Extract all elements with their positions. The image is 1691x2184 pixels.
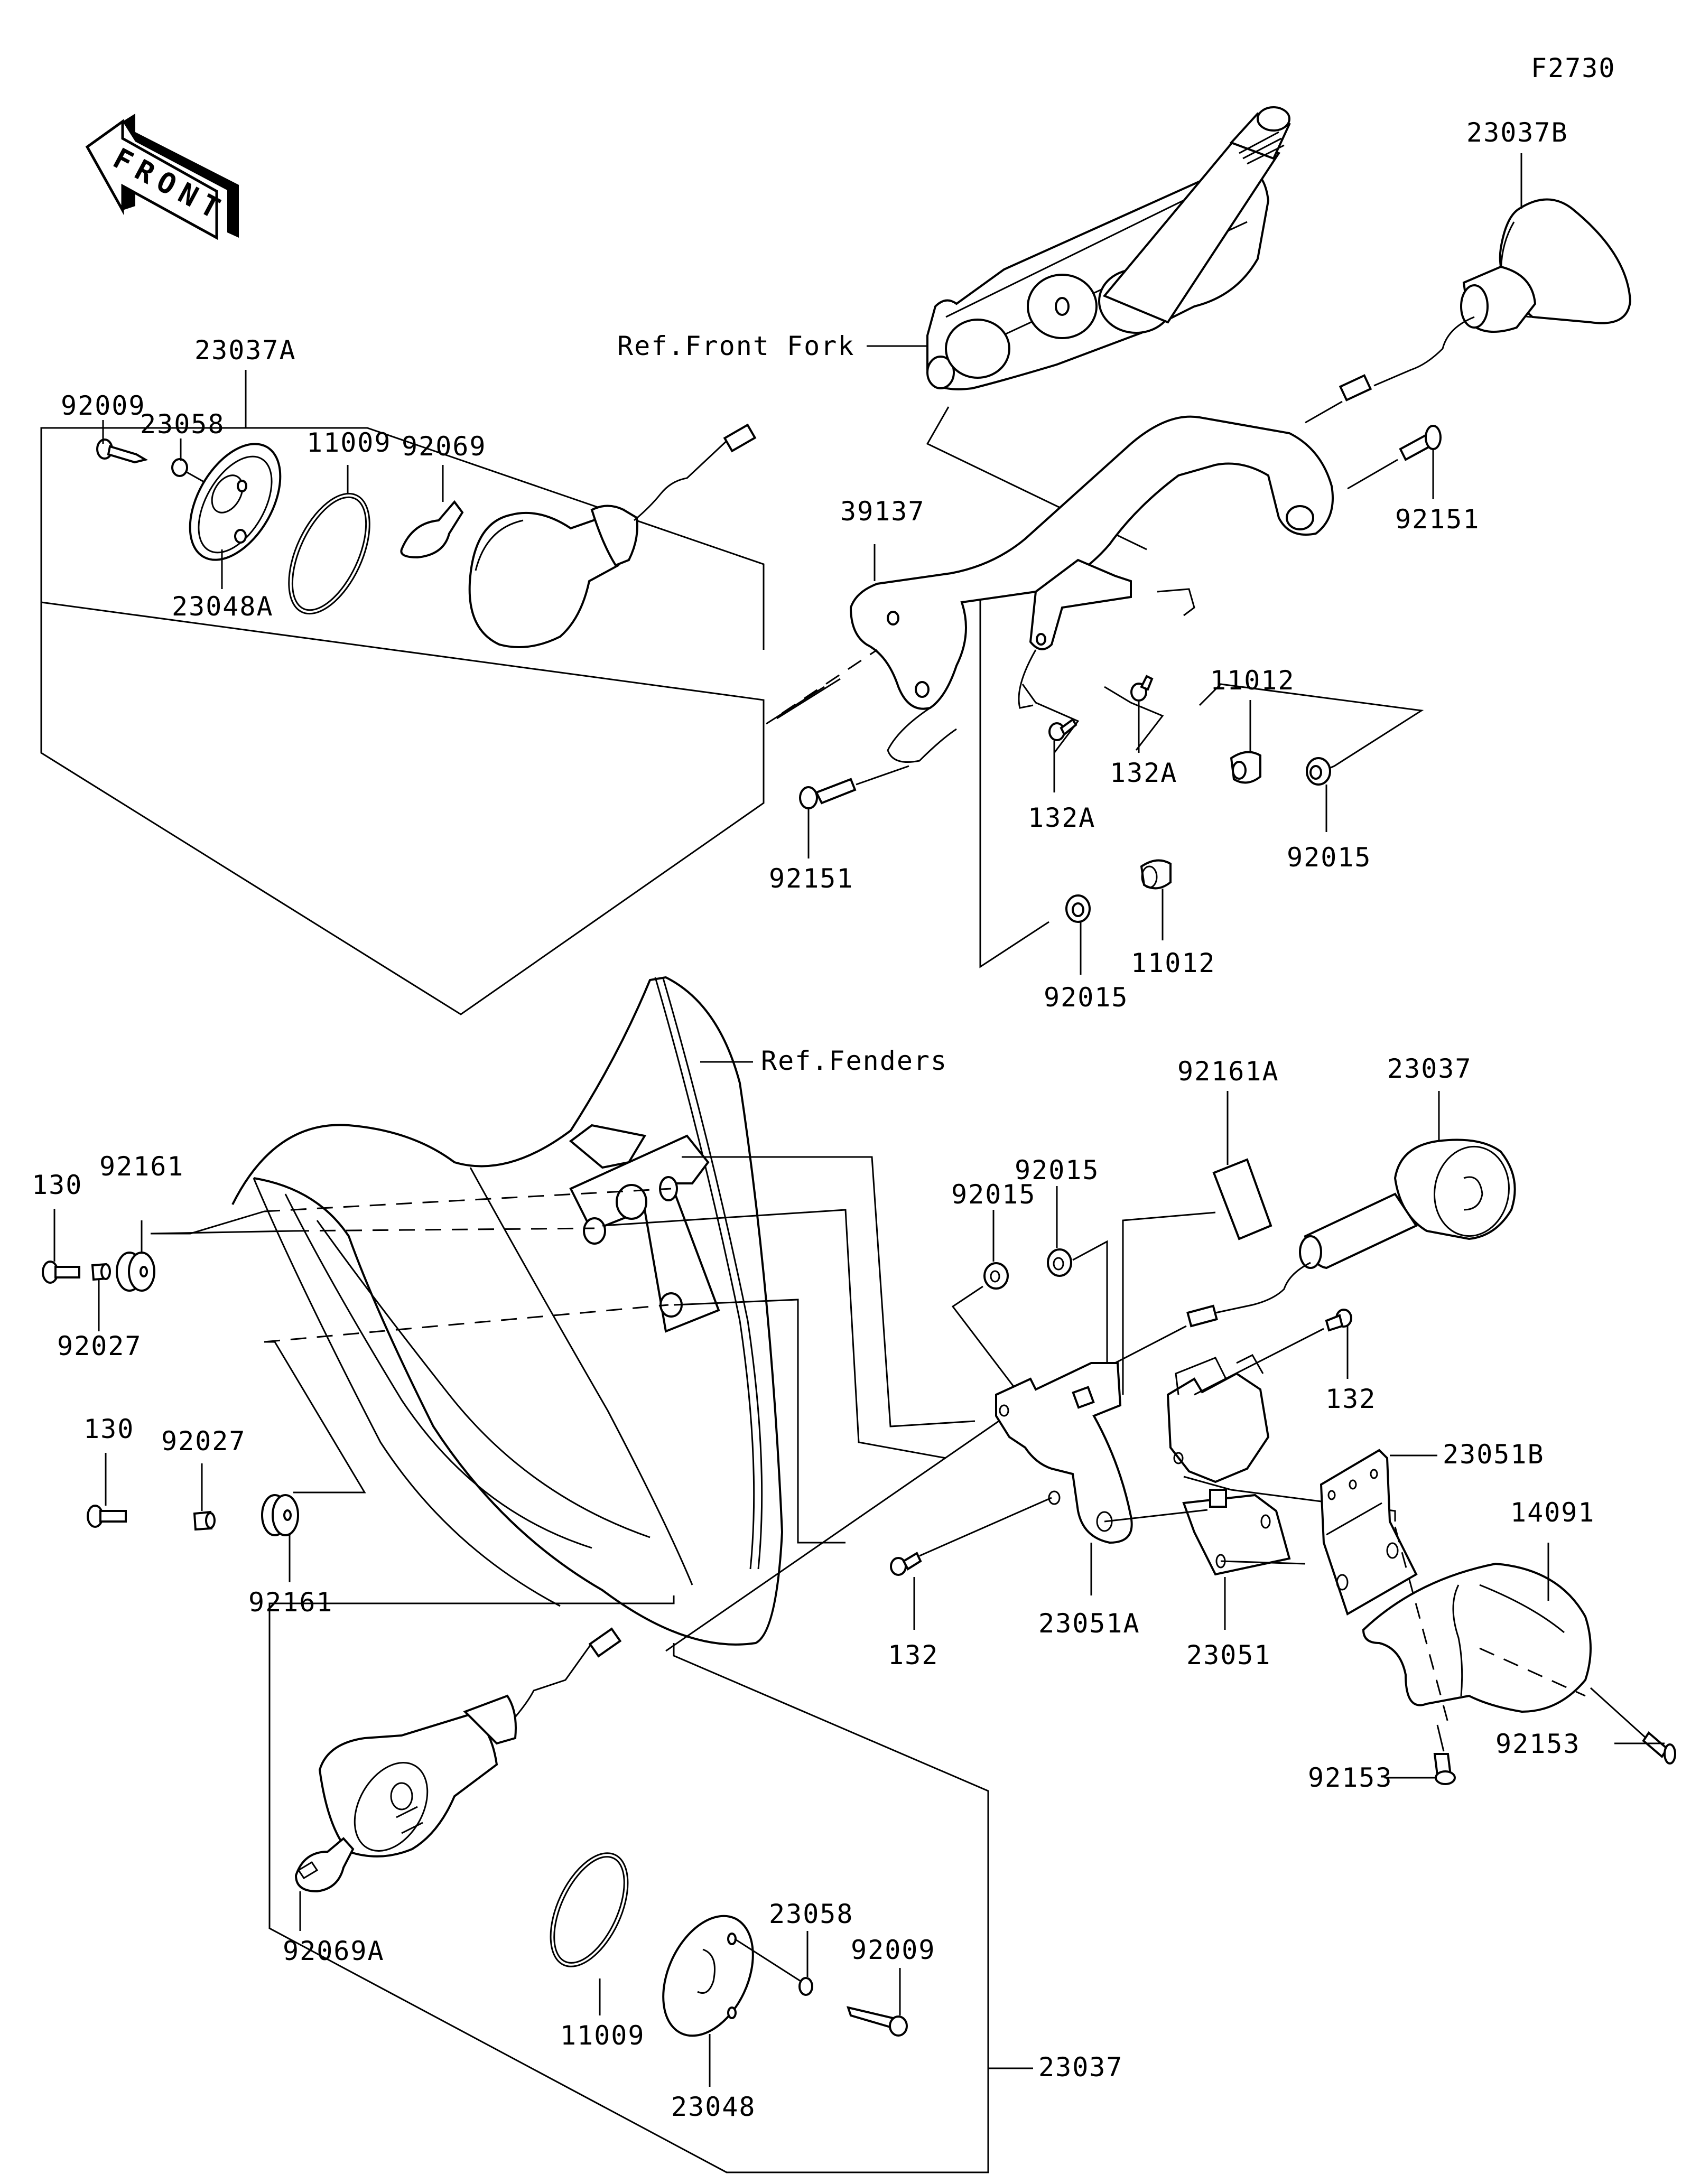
label-92153-right: 92153 — [1495, 1729, 1581, 1759]
washer-23058-bottom — [798, 1977, 813, 1996]
bolt-132-right — [1325, 1309, 1352, 1332]
label-132A-1: 132A — [1028, 802, 1095, 833]
figure-id: F2730 — [1531, 53, 1616, 83]
label-92161-1: 92161 — [99, 1151, 184, 1182]
ref-front-fork-label: Ref.Front Fork — [617, 331, 854, 361]
label-92153-left: 92153 — [1308, 1762, 1393, 1793]
lens-cover-23048A — [189, 443, 282, 561]
label-92027-2: 92027 — [161, 1426, 246, 1457]
front-arrow-icon: FRONT — [85, 114, 239, 240]
label-130-2: 130 — [83, 1414, 134, 1444]
screw-92009-top — [96, 438, 148, 464]
label-132-left: 132 — [888, 1640, 939, 1670]
screw-92153-right — [1642, 1731, 1676, 1765]
label-23037-right: 23037 — [1387, 1053, 1472, 1084]
label-92069A: 92069A — [283, 1936, 385, 1966]
nut-92015-a — [983, 1262, 1009, 1290]
label-plate-92161A — [1212, 1158, 1272, 1240]
latch-23051 — [1166, 1354, 1291, 1576]
bolt-132-left — [890, 1552, 922, 1576]
label-92009-top: 92009 — [61, 390, 146, 421]
front-fork-part — [926, 106, 1291, 390]
label-14091: 14091 — [1510, 1497, 1595, 1528]
grommet-92161-2 — [261, 1494, 299, 1536]
label-23058-bottom: 23058 — [769, 1899, 854, 1929]
bracket-23051A — [995, 1362, 1133, 1544]
label-92015-a: 92015 — [951, 1179, 1036, 1210]
label-23037B: 23037B — [1466, 117, 1568, 148]
label-92069: 92069 — [402, 431, 487, 462]
label-92151-right: 92151 — [1395, 504, 1480, 535]
label-23051: 23051 — [1186, 1640, 1271, 1670]
bolt-130-1 — [42, 1261, 80, 1284]
nut-92015-left — [1065, 894, 1091, 923]
label-23058-top: 23058 — [140, 409, 225, 440]
turn-signal-23037-right — [1186, 1138, 1516, 1328]
label-11012-2: 11012 — [1131, 948, 1216, 978]
label-92015-right: 92015 — [1287, 842, 1372, 873]
washer-23058-top — [171, 458, 188, 477]
label-92161A: 92161A — [1177, 1056, 1279, 1087]
nut-92015-b — [1047, 1248, 1072, 1277]
bulb-92069A — [294, 1837, 355, 1893]
bolt-132A-2 — [1130, 675, 1154, 702]
label-92015-left: 92015 — [1044, 982, 1129, 1013]
label-92161-2: 92161 — [248, 1587, 333, 1618]
fender-part — [231, 976, 784, 1646]
label-132-right: 132 — [1325, 1384, 1376, 1414]
bracket-39137 — [849, 415, 1334, 763]
gasket-11009-bottom — [550, 1852, 629, 1967]
label-92009-bottom: 92009 — [851, 1935, 936, 1965]
label-92151-left: 92151 — [769, 863, 854, 894]
label-130-1: 130 — [32, 1170, 82, 1200]
ref-fenders-label: Ref.Fenders — [761, 1046, 947, 1076]
label-23048: 23048 — [671, 2092, 756, 2122]
screw-92151-right — [1399, 425, 1442, 461]
gasket-11009-top — [288, 492, 370, 615]
label-92015-b: 92015 — [1015, 1155, 1100, 1186]
label-39137: 39137 — [840, 496, 925, 527]
label-23037-bottom: 23037 — [1038, 2052, 1123, 2083]
label-23051A: 23051A — [1038, 1608, 1140, 1639]
label-11009-bottom: 11009 — [560, 2020, 645, 2051]
screw-92151-left — [799, 778, 857, 809]
cover-14091 — [1362, 1562, 1592, 1713]
bolt-132A-1 — [1048, 718, 1077, 741]
label-92027-1: 92027 — [57, 1331, 142, 1361]
plate-23051B — [1320, 1449, 1418, 1616]
turn-signal-23037A-body — [468, 423, 757, 648]
nut-92015-right — [1306, 757, 1331, 786]
collar-11012-2 — [1140, 859, 1172, 890]
spacer-92027-1 — [91, 1263, 111, 1281]
spacer-92027-2 — [193, 1510, 216, 1531]
label-23037A: 23037A — [194, 335, 296, 366]
label-132A-2: 132A — [1110, 758, 1177, 788]
lens-cover-23048 — [662, 1915, 754, 2037]
collar-11012-1 — [1230, 751, 1261, 784]
label-23051B: 23051B — [1443, 1439, 1545, 1470]
bulb-92069 — [400, 500, 464, 559]
screw-92153-left — [1433, 1753, 1456, 1785]
grommet-92161-1 — [116, 1252, 155, 1292]
label-11009-top: 11009 — [306, 427, 392, 458]
label-11012-1: 11012 — [1210, 665, 1295, 696]
bolt-130-2 — [87, 1505, 127, 1528]
turn-signal-23037-body — [318, 1627, 622, 1858]
turn-signal-23037B — [1339, 198, 1632, 402]
screw-92009-bottom — [846, 2006, 908, 2037]
label-23048A: 23048A — [172, 591, 274, 622]
